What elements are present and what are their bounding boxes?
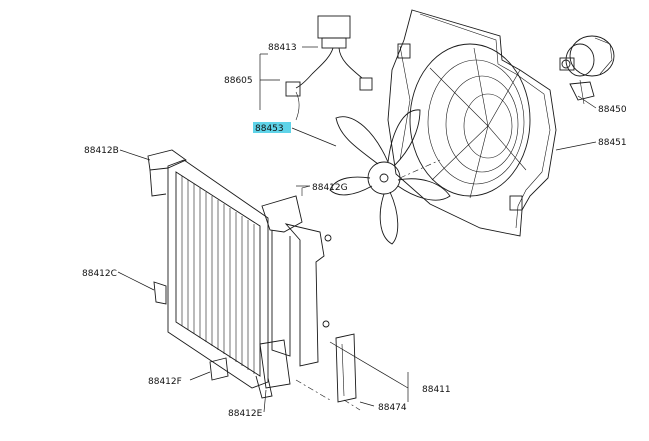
- label-88450[interactable]: 88450: [598, 105, 627, 115]
- fan-blade-88453[interactable]: [329, 109, 451, 245]
- label-88453-highlight: [253, 122, 291, 133]
- condenser-core[interactable]: [147, 149, 273, 399]
- label-88413[interactable]: 88413: [268, 43, 297, 53]
- label-88474[interactable]: 88474: [378, 403, 407, 413]
- label-88605[interactable]: 88605: [224, 76, 253, 86]
- label-88411[interactable]: 88411: [422, 385, 451, 395]
- desiccant-88474[interactable]: [335, 333, 357, 403]
- label-88453[interactable]: 88453: [255, 124, 284, 134]
- label-88412E[interactable]: 88412E: [228, 409, 263, 419]
- part-labels: 88413 88605 88453 88450 88451 88412B 884…: [82, 43, 627, 419]
- fan-motor-88450[interactable]: [559, 35, 615, 105]
- label-88451[interactable]: 88451: [598, 138, 627, 148]
- fan-shroud-88451[interactable]: [387, 9, 557, 237]
- leader-lines: [117, 46, 597, 413]
- receiver-bracket-88412G[interactable]: [259, 185, 332, 389]
- label-88412F[interactable]: 88412F: [148, 377, 182, 387]
- wire-harness-88413[interactable]: [285, 15, 373, 121]
- condenser-fins: [181, 176, 255, 374]
- label-88412G[interactable]: 88412G: [312, 183, 348, 193]
- label-88412C[interactable]: 88412C: [82, 269, 117, 279]
- label-88412B[interactable]: 88412B: [84, 146, 119, 156]
